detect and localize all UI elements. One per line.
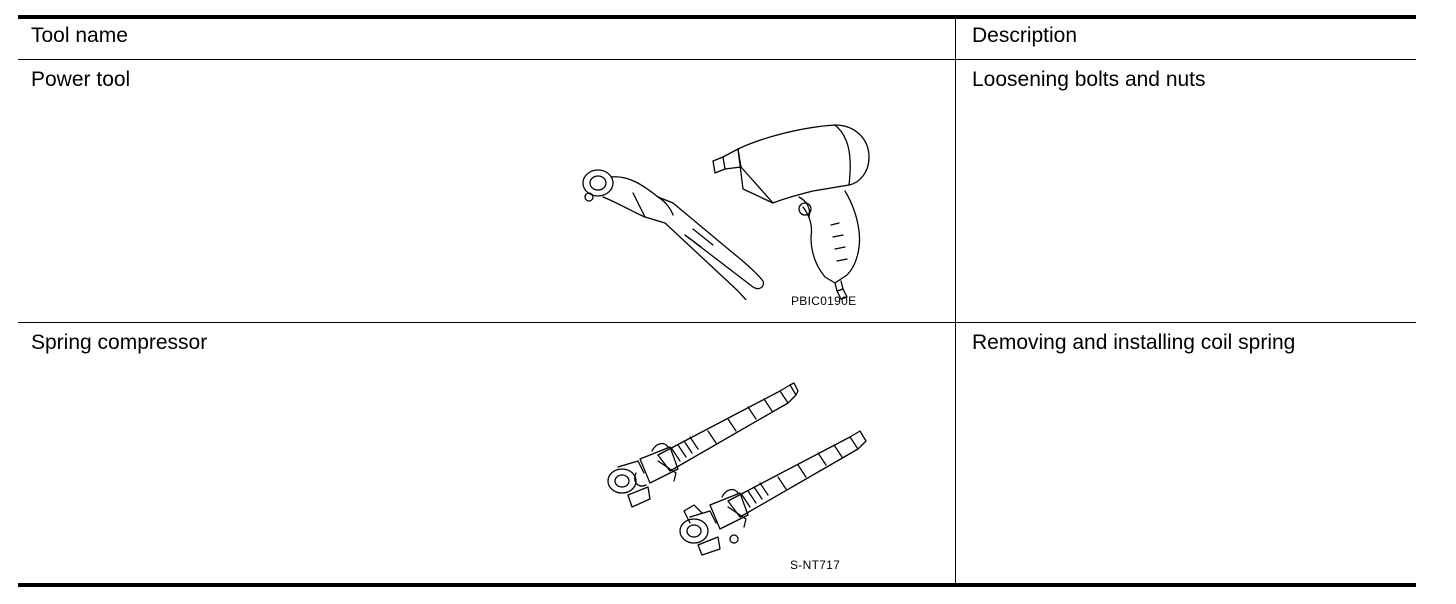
spring-compressor-lower-icon: [679, 430, 867, 556]
column-divider: [955, 19, 956, 583]
impact-wrench-icon: [712, 124, 870, 300]
table-top-rule: [18, 15, 1416, 19]
header-divider: [18, 59, 1416, 60]
row-2-description: Removing and installing coil spring: [972, 331, 1296, 354]
figure-code-spring-compressor: S-NT717: [790, 558, 841, 572]
header-tool-name: Tool name: [31, 24, 128, 47]
row-2-tool-name: Spring compressor: [31, 331, 208, 354]
figure-code-power-tool: PBIC0190E: [791, 294, 857, 308]
row-1-tool-name: Power tool: [31, 68, 131, 91]
air-ratchet-icon: [582, 169, 765, 300]
tools-table: Tool name Description Power tool Looseni…: [18, 15, 1416, 587]
header-description: Description: [972, 24, 1078, 47]
spring-compressor-icon: [607, 382, 867, 556]
impact-wrench-and-air-ratchet-icon: [582, 124, 870, 300]
row-divider: [18, 322, 1416, 323]
table-bottom-rule: [18, 583, 1416, 587]
spring-compressor-upper-icon: [607, 382, 799, 508]
row-1-description: Loosening bolts and nuts: [972, 68, 1206, 91]
